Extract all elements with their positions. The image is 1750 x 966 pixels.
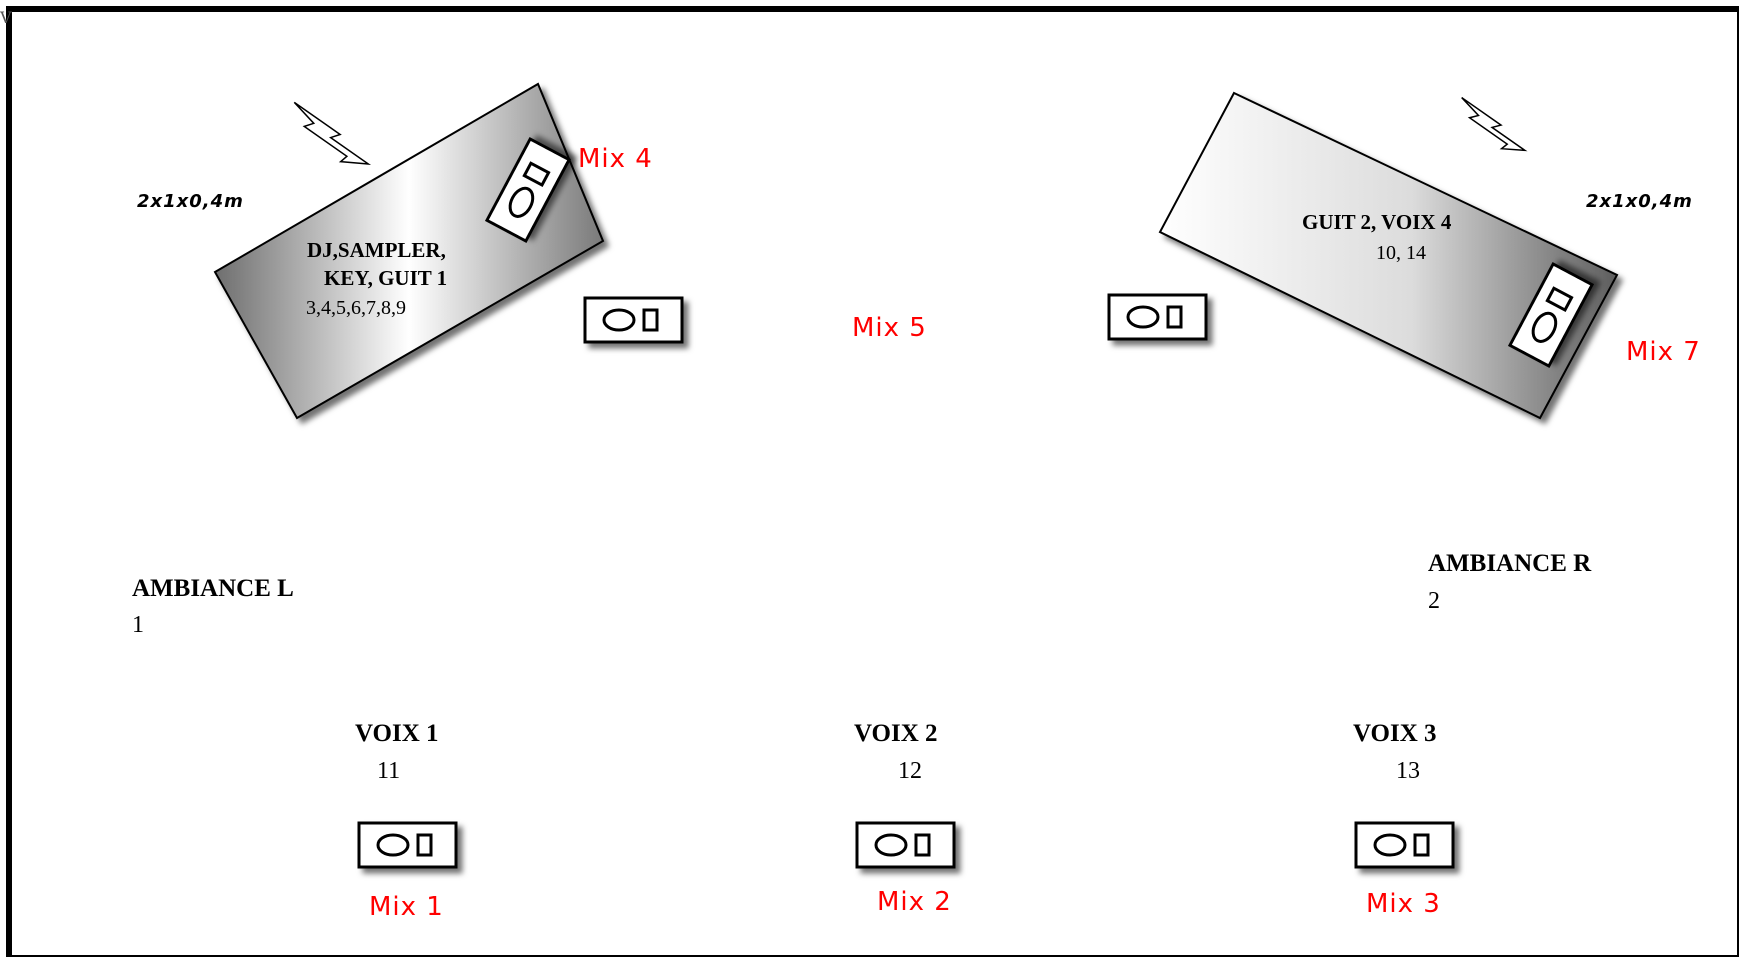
riser-right-title: GUIT 2, VOIX 4	[1302, 210, 1452, 234]
lightning-bolt-icon	[293, 101, 372, 165]
voice-3-name: VOIX 3	[1353, 720, 1437, 747]
ambiance-left-channel: 1	[132, 612, 144, 638]
voice-2-channel: 12	[898, 758, 922, 784]
voice-1-channel: 11	[377, 758, 401, 784]
riser-right-dimensions: 2x1x0,4m	[1586, 191, 1693, 212]
riser-left-channels: 3,4,5,6,7,8,9	[306, 297, 406, 319]
wedge-monitor-icon	[484, 137, 572, 243]
wedge-monitor-icon	[855, 821, 956, 869]
ambiance-right-name: AMBIANCE R	[1428, 550, 1592, 577]
mix-3-label: Mix 3	[1366, 889, 1441, 919]
stage-frame	[6, 6, 1739, 957]
riser-right	[1158, 91, 1619, 420]
wedge-monitor-icon	[1354, 821, 1455, 869]
riser-right-channels: 10, 14	[1376, 242, 1426, 264]
mix-5-label: Mix 5	[852, 313, 927, 343]
riser-left-title-1: DJ,SAMPLER,	[307, 238, 446, 262]
corner-mark: V	[0, 8, 12, 27]
wedge-monitor-icon	[1107, 293, 1208, 341]
mix-1-label: Mix 1	[369, 892, 444, 922]
ambiance-left-name: AMBIANCE L	[132, 575, 294, 602]
mix-2-label: Mix 2	[877, 887, 952, 917]
mix-7-label: Mix 7	[1626, 337, 1701, 367]
wedge-monitor-icon	[357, 821, 458, 869]
riser-left-dimensions: 2x1x0,4m	[137, 191, 244, 212]
wedge-monitor-icon	[1507, 262, 1595, 368]
riser-left	[213, 82, 605, 420]
voice-1-name: VOIX 1	[355, 720, 439, 747]
voice-3-channel: 13	[1396, 758, 1420, 784]
ambiance-right-channel: 2	[1428, 588, 1440, 614]
voice-2-name: VOIX 2	[854, 720, 938, 747]
wedge-monitor-icon	[583, 296, 684, 344]
lightning-bolt-icon	[1461, 96, 1528, 152]
mix-4-label: Mix 4	[578, 144, 653, 174]
riser-left-title-2: KEY, GUIT 1	[324, 266, 448, 290]
